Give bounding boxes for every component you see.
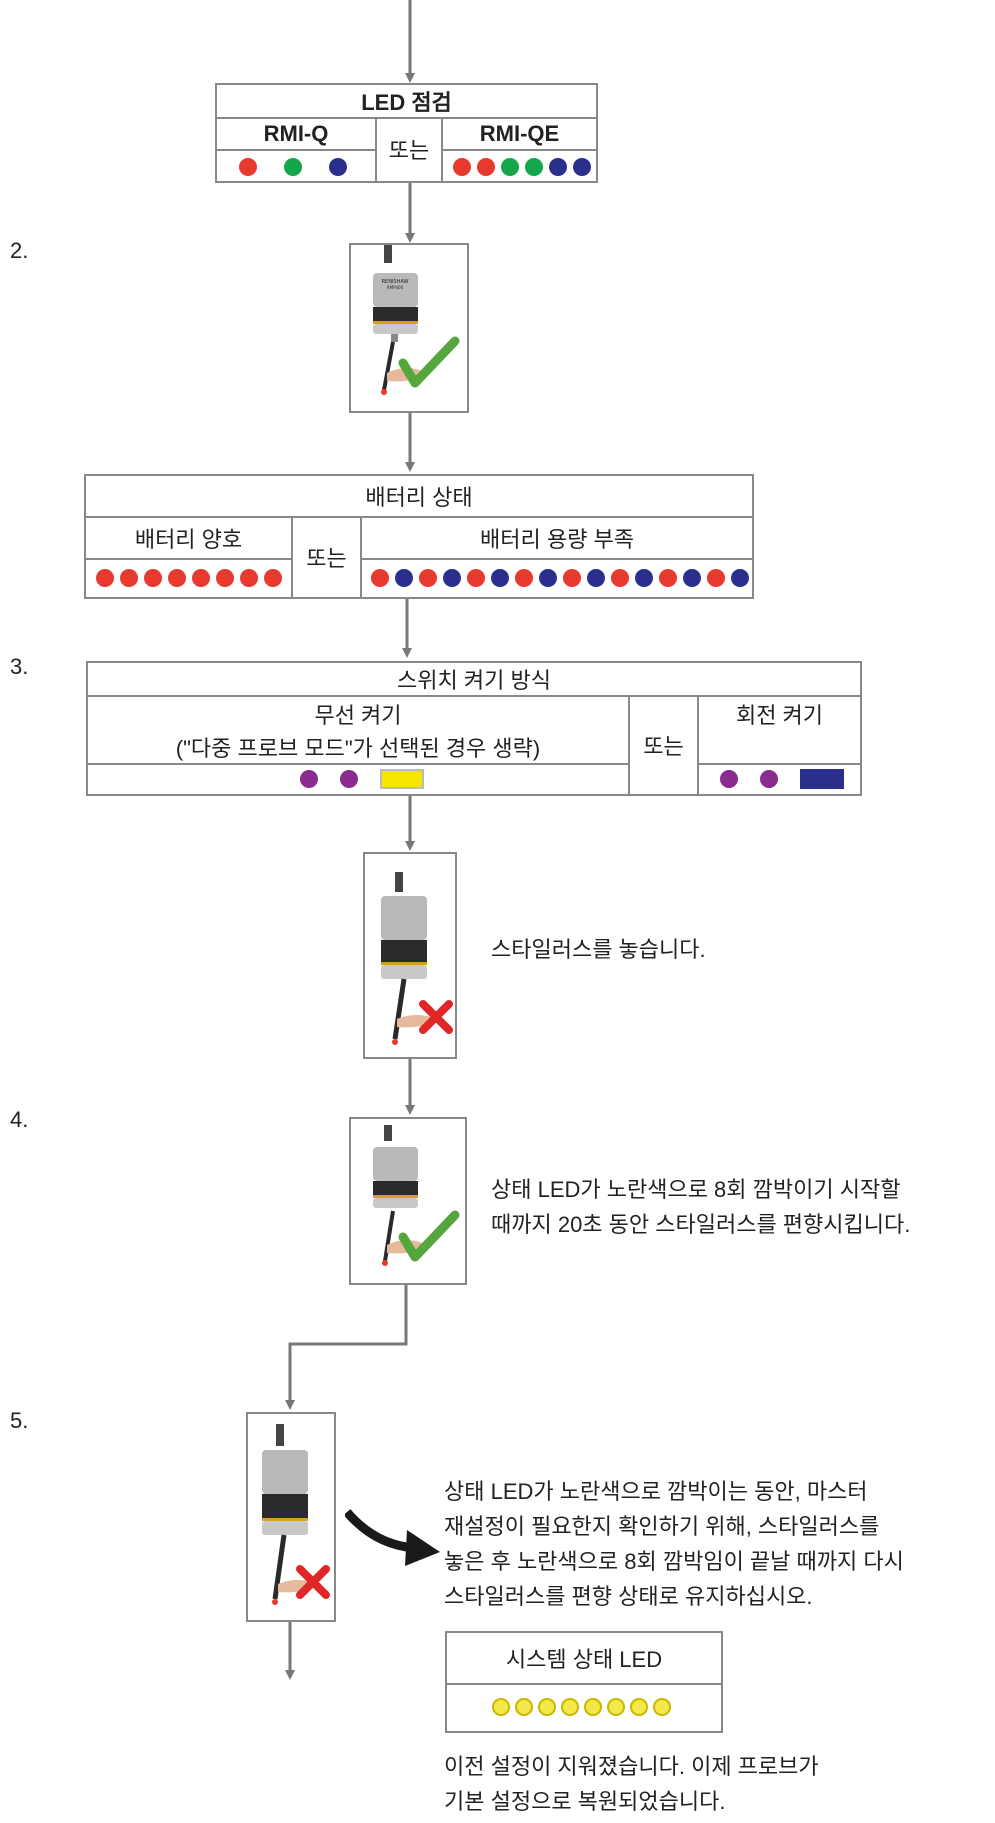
led-dot-purple	[300, 770, 318, 788]
led-dot-red	[192, 569, 210, 587]
spin-on-sequence	[720, 767, 844, 791]
master-text-line-4: 스타일러스를 편향 상태로 유지하십시오.	[444, 1584, 813, 1609]
curved-arrow-icon	[345, 1509, 440, 1566]
led-dot-red	[419, 569, 437, 587]
battery-good-dots	[96, 566, 282, 590]
led-dot-green	[501, 158, 519, 176]
switch-or-label: 또는	[643, 733, 684, 759]
radio-on-label: 무선 켜기	[314, 703, 402, 728]
battery-status-table: 배터리 상태 배터리 양호 배터리 용량 부족 또는	[84, 474, 754, 599]
led-dot-blue	[329, 158, 347, 176]
switch-on-title: 스위치 켜기 방식	[397, 668, 551, 693]
deflect-text-line-1: 상태 LED가 노란색으로 8회 깜박이기 시작할	[491, 1177, 901, 1202]
led-dot-yellow_dot	[630, 1698, 648, 1716]
radio-on-note: ("다중 프로브 모드"가 선택된 경우 생략)	[175, 736, 541, 761]
led-dot-green	[284, 158, 302, 176]
radio-yellow-bar	[380, 769, 424, 789]
system-led-dots	[492, 1695, 671, 1719]
rmi-q-dots	[239, 155, 347, 179]
led-dot-red	[515, 569, 533, 587]
led-dot-blue	[491, 569, 509, 587]
reset-text-line-1: 이전 설정이 지워졌습니다. 이제 프로브가	[444, 1754, 819, 1779]
rmi-qe-label: RMI-QE	[479, 121, 560, 146]
battery-title: 배터리 상태	[365, 485, 473, 510]
led-dot-yellow_dot	[492, 1698, 510, 1716]
deflect-text-line-2: 때까지 20초 동안 스타일러스를 편향시킵니다.	[491, 1212, 911, 1237]
led-dot-yellow_dot	[653, 1698, 671, 1716]
check-mark-icon	[398, 336, 460, 388]
system-status-led-table: 시스템 상태 LED	[445, 1631, 723, 1733]
master-text-line-2: 재설정이 필요한지 확인하기 위해, 스타일러스를	[444, 1514, 880, 1539]
led-dot-red	[707, 569, 725, 587]
led-dot-red	[144, 569, 162, 587]
led-dot-blue	[395, 569, 413, 587]
probe-deflect-20s-image	[349, 1117, 467, 1285]
led-dot-blue	[683, 569, 701, 587]
spin-on-label: 회전 켜기	[735, 703, 824, 728]
battery-low-dots	[371, 566, 749, 590]
probe-release-image	[363, 852, 457, 1059]
led-dot-red	[467, 569, 485, 587]
step-number-2: 2.	[10, 238, 29, 263]
probe-deflect-check-image: RENISHAW RMP400	[349, 243, 469, 413]
led-dot-blue	[635, 569, 653, 587]
step-number-3: 3.	[10, 654, 29, 679]
led-dot-blue	[443, 569, 461, 587]
led-dot-purple	[760, 770, 778, 788]
led-dot-green	[525, 158, 543, 176]
rmi-qe-dots	[453, 155, 591, 179]
led-dot-red	[96, 569, 114, 587]
rmi-q-label: RMI-Q	[263, 121, 329, 146]
led-dot-blue	[731, 569, 749, 587]
cross-mark-icon-2	[296, 1565, 330, 1599]
led-check-table: LED 점검 RMI-Q RMI-QE 또는	[215, 83, 598, 183]
master-text-line-3: 놓은 후 노란색으로 8회 깜박임이 끝날 때까지 다시	[444, 1549, 904, 1574]
led-dot-red	[168, 569, 186, 587]
led-dot-blue	[549, 158, 567, 176]
probe-master-reset-image	[246, 1412, 336, 1622]
probe-model: RMP400	[387, 285, 404, 290]
led-dot-red	[477, 158, 495, 176]
cross-mark-icon	[419, 1000, 453, 1034]
led-dot-yellow_dot	[561, 1698, 579, 1716]
led-check-or-label: 또는	[388, 138, 430, 163]
led-dot-purple	[720, 770, 738, 788]
led-dot-yellow_dot	[607, 1698, 625, 1716]
arrow-step4-to-step5	[285, 1285, 408, 1410]
led-dot-yellow_dot	[515, 1698, 533, 1716]
reset-text-line-2: 기본 설정으로 복원되었습니다.	[444, 1789, 726, 1814]
probe-brand: RENISHAW	[382, 279, 409, 285]
battery-low-label: 배터리 용량 부족	[480, 527, 634, 552]
led-dot-blue	[587, 569, 605, 587]
led-dot-red	[563, 569, 581, 587]
switch-on-method-table: 스위치 켜기 방식 무선 켜기 ("다중 프로브 모드"가 선택된 경우 생략)…	[86, 661, 862, 796]
led-dot-red	[240, 569, 258, 587]
led-check-title: LED 점검	[361, 90, 452, 115]
release-stylus-text: 스타일러스를 놓습니다.	[491, 937, 706, 962]
led-dot-red	[611, 569, 629, 587]
battery-good-label: 배터리 양호	[134, 527, 243, 552]
led-dot-red	[371, 569, 389, 587]
led-dot-yellow_dot	[584, 1698, 602, 1716]
led-dot-blue	[539, 569, 557, 587]
step-number-4: 4.	[10, 1107, 29, 1132]
led-dot-red	[659, 569, 677, 587]
led-dot-purple	[340, 770, 358, 788]
step-number-5: 5.	[10, 1408, 29, 1433]
spin-blue-bar	[800, 769, 844, 789]
radio-on-sequence	[300, 767, 424, 791]
led-dot-yellow_dot	[538, 1698, 556, 1716]
led-dot-blue	[573, 158, 591, 176]
led-dot-red	[239, 158, 257, 176]
check-mark-icon-2	[398, 1210, 460, 1262]
master-text-line-1: 상태 LED가 노란색으로 깜박이는 동안, 마스터	[444, 1479, 868, 1504]
led-dot-red	[264, 569, 282, 587]
led-dot-red	[453, 158, 471, 176]
led-dot-red	[120, 569, 138, 587]
led-dot-red	[216, 569, 234, 587]
battery-or-label: 또는	[306, 545, 347, 571]
system-led-title: 시스템 상태 LED	[505, 1647, 663, 1672]
